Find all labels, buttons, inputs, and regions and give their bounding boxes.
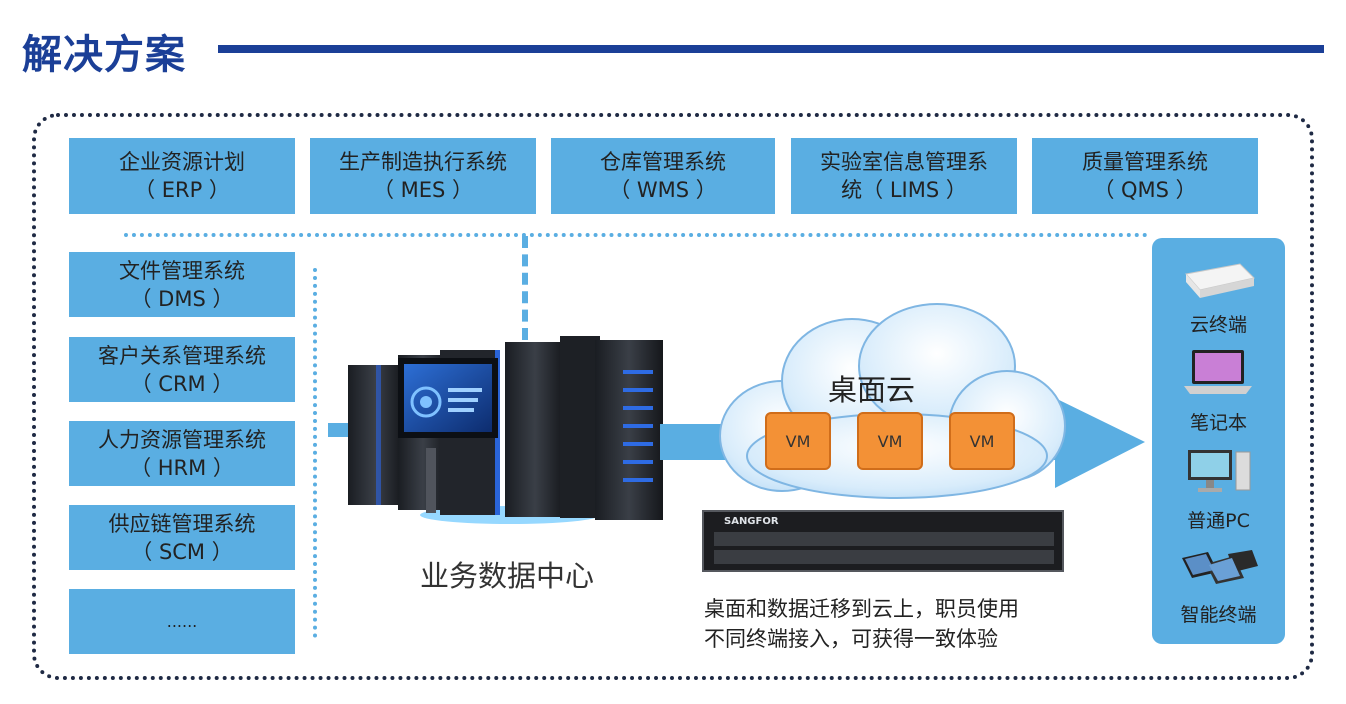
system-box-qms: 质量管理系统 （ QMS ） <box>1032 138 1258 214</box>
migration-caption: 桌面和数据迁移到云上，职员使用 不同终端接入，可获得一致体验 <box>704 594 1019 654</box>
system-label: 实验室信息管理系 <box>820 150 988 174</box>
system-label: 质量管理系统 <box>1082 150 1208 174</box>
system-box-crm: 客户关系管理系统 （ CRM ） <box>69 337 295 402</box>
system-label: 生产制造执行系统 <box>339 150 507 174</box>
left-connector-line <box>313 268 317 638</box>
vm-box: VM <box>857 412 923 470</box>
server-bay-row <box>714 550 1054 564</box>
server-bay-row <box>714 532 1054 546</box>
smart-devices-icon <box>1182 550 1258 584</box>
system-box-lims: 实验室信息管理系 统（ LIMS ） <box>791 138 1017 214</box>
desktop-pc-icon <box>1188 450 1251 492</box>
vm-box: VM <box>765 412 831 470</box>
system-label: 企业资源计划 <box>119 150 245 174</box>
laptop-icon <box>1184 350 1252 394</box>
system-box-scm: 供应链管理系统 （ SCM ） <box>69 505 295 570</box>
terminal-devices-panel: 云终端 笔记本 普通PC 智能终端 <box>1152 238 1285 644</box>
thin-client-icon <box>1185 263 1255 298</box>
system-box-more: ...... <box>69 589 295 654</box>
system-label: 文件管理系统 <box>119 258 245 283</box>
system-abbr: （ MES ） <box>372 178 474 202</box>
vm-box: VM <box>949 412 1015 470</box>
device-label: 云终端 <box>1189 314 1247 336</box>
datacenter-connector-line <box>522 236 528 340</box>
system-box-hrm: 人力资源管理系统 （ HRM ） <box>69 421 295 486</box>
system-label: 仓库管理系统 <box>600 150 726 174</box>
system-label: 供应链管理系统 <box>108 511 256 536</box>
device-label: 普通PC <box>1187 510 1250 532</box>
datacenter-servers-icon <box>348 336 663 524</box>
device-label: 智能终端 <box>1180 604 1257 626</box>
system-abbr: （ WMS ） <box>609 178 717 202</box>
datacenter-label: 业务数据中心 <box>420 559 595 593</box>
caption-line: 桌面和数据迁移到云上，职员使用 <box>704 597 1019 621</box>
system-abbr: （ HRM ） <box>130 455 234 480</box>
system-abbr: （ CRM ） <box>130 371 234 396</box>
title-rule <box>218 45 1324 53</box>
system-box-wms: 仓库管理系统 （ WMS ） <box>551 138 775 214</box>
cloud-label: 桌面云 <box>828 373 916 407</box>
caption-line: 不同终端接入，可获得一致体验 <box>704 627 998 651</box>
datacenter-input-stub <box>328 423 352 437</box>
system-label: ...... <box>166 611 198 631</box>
system-abbr: （ QMS ） <box>1093 178 1197 202</box>
system-label: 人力资源管理系统 <box>98 427 266 452</box>
device-label: 笔记本 <box>1189 412 1247 434</box>
solution-frame <box>32 113 1314 680</box>
page-title: 解决方案 <box>22 32 186 78</box>
system-abbr: 统（ LIMS ） <box>841 178 967 202</box>
system-label: 客户关系管理系统 <box>98 343 266 368</box>
system-abbr: （ DMS ） <box>130 286 234 311</box>
system-abbr: （ ERP ） <box>134 178 230 202</box>
top-connector-line <box>124 233 1148 237</box>
server-brand: SANGFOR <box>724 516 779 527</box>
system-box-erp: 企业资源计划 （ ERP ） <box>69 138 295 214</box>
system-abbr: （ SCM ） <box>131 539 233 564</box>
rack-server-icon: SANGFOR <box>702 510 1064 572</box>
system-box-mes: 生产制造执行系统 （ MES ） <box>310 138 536 214</box>
system-box-dms: 文件管理系统 （ DMS ） <box>69 252 295 317</box>
